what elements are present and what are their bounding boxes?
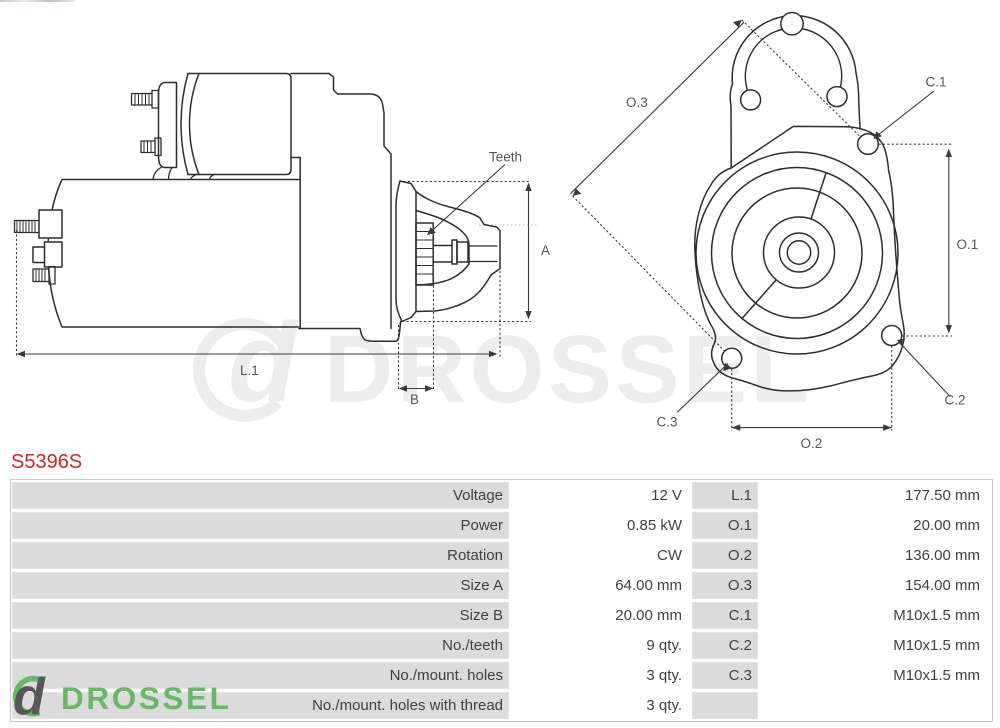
svg-text:O.2: O.2	[801, 436, 823, 451]
svg-text:O.3: O.3	[626, 95, 648, 110]
svg-text:DROSSEL: DROSSEL	[324, 316, 813, 423]
svg-text:B: B	[410, 392, 419, 407]
svg-text:C.1: C.1	[926, 75, 947, 90]
svg-text:d: d	[13, 671, 46, 726]
svg-text:d: d	[228, 300, 299, 425]
svg-text:C.3: C.3	[657, 415, 678, 430]
svg-text:C.2: C.2	[945, 393, 966, 408]
svg-text:A: A	[541, 243, 550, 258]
svg-text:DROSSEL: DROSSEL	[61, 680, 231, 716]
svg-text:Teeth: Teeth	[489, 150, 522, 165]
svg-text:L.1: L.1	[240, 363, 259, 378]
svg-text:O.1: O.1	[957, 237, 979, 252]
